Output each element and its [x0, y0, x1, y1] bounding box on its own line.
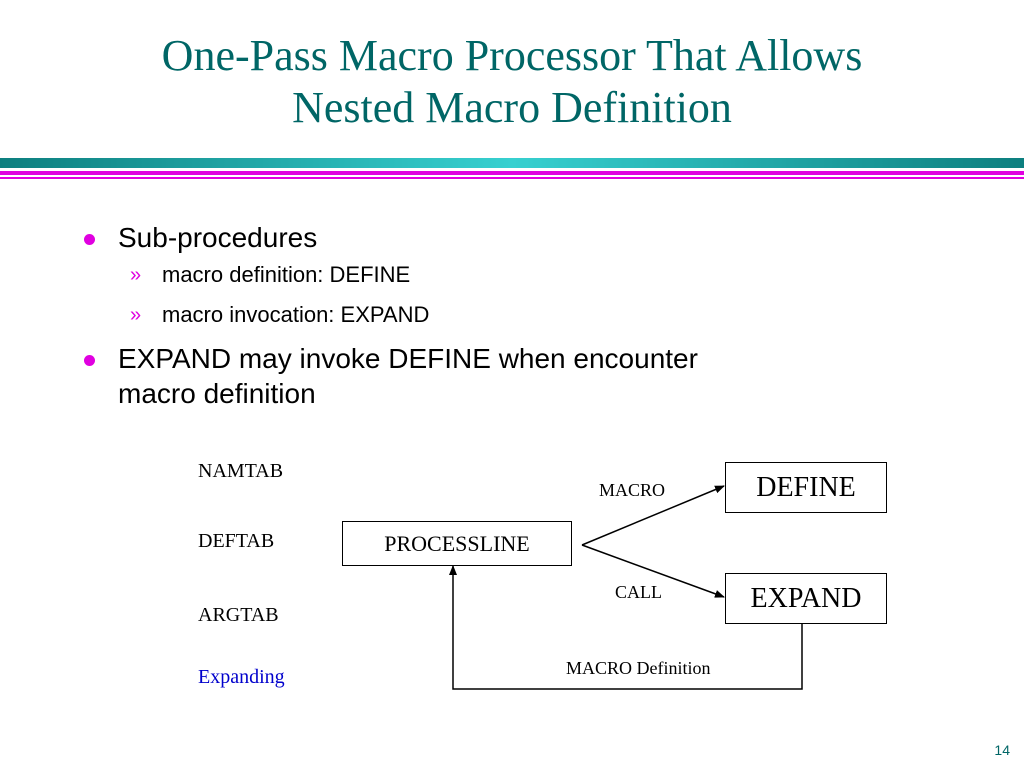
page-number: 14: [994, 742, 1010, 758]
title-line-2: Nested Macro Definition: [292, 83, 732, 132]
arrow-to-define: [581, 485, 725, 546]
sub-bullet-item: » macro definition: DEFINE: [80, 261, 960, 289]
table-label-deftab: DEFTAB: [198, 530, 275, 552]
sub-bullet-text: macro invocation: EXPAND: [162, 302, 430, 327]
arrow-back-to-processline: [449, 565, 803, 690]
expanding-flag-label: Expanding: [198, 666, 285, 688]
sub-bullet-item: » macro invocation: EXPAND: [80, 301, 960, 329]
arrow-to-expand: [581, 544, 725, 598]
edge-label-macro-definition: MACRO Definition: [566, 658, 711, 678]
edge-label-call: CALL: [615, 582, 662, 602]
table-label-argtab: ARGTAB: [198, 604, 279, 626]
sub-bullet-text: macro definition: DEFINE: [162, 262, 411, 287]
processline-box: PROCESSLINE: [342, 521, 572, 566]
bullet-dot-icon: [84, 234, 95, 245]
bullet-item: Sub-procedures: [80, 220, 960, 255]
bullet-text: Sub-procedures: [118, 222, 318, 253]
bullet-item: EXPAND may invoke DEFINE when encounter …: [80, 341, 960, 411]
title-divider-magenta-thin: [0, 177, 1024, 179]
define-box: DEFINE: [725, 462, 887, 513]
bullet-list: Sub-procedures » macro definition: DEFIN…: [80, 220, 960, 417]
bullet-text: EXPAND may invoke DEFINE when encounter: [118, 343, 698, 374]
title-line-1: One-Pass Macro Processor That Allows: [161, 31, 863, 80]
raquo-icon: »: [130, 304, 142, 326]
slide-title: One-Pass Macro Processor That Allows Nes…: [0, 30, 1024, 134]
title-divider-magenta: [0, 171, 1024, 175]
bullet-dot-icon: [84, 355, 95, 366]
title-divider-teal: [0, 158, 1024, 168]
edge-label-macro: MACRO: [599, 480, 666, 500]
expand-box: EXPAND: [725, 573, 887, 624]
bullet-text-continued: macro definition: [118, 378, 316, 409]
table-label-namtab: NAMTAB: [198, 460, 284, 482]
raquo-icon: »: [130, 264, 142, 286]
